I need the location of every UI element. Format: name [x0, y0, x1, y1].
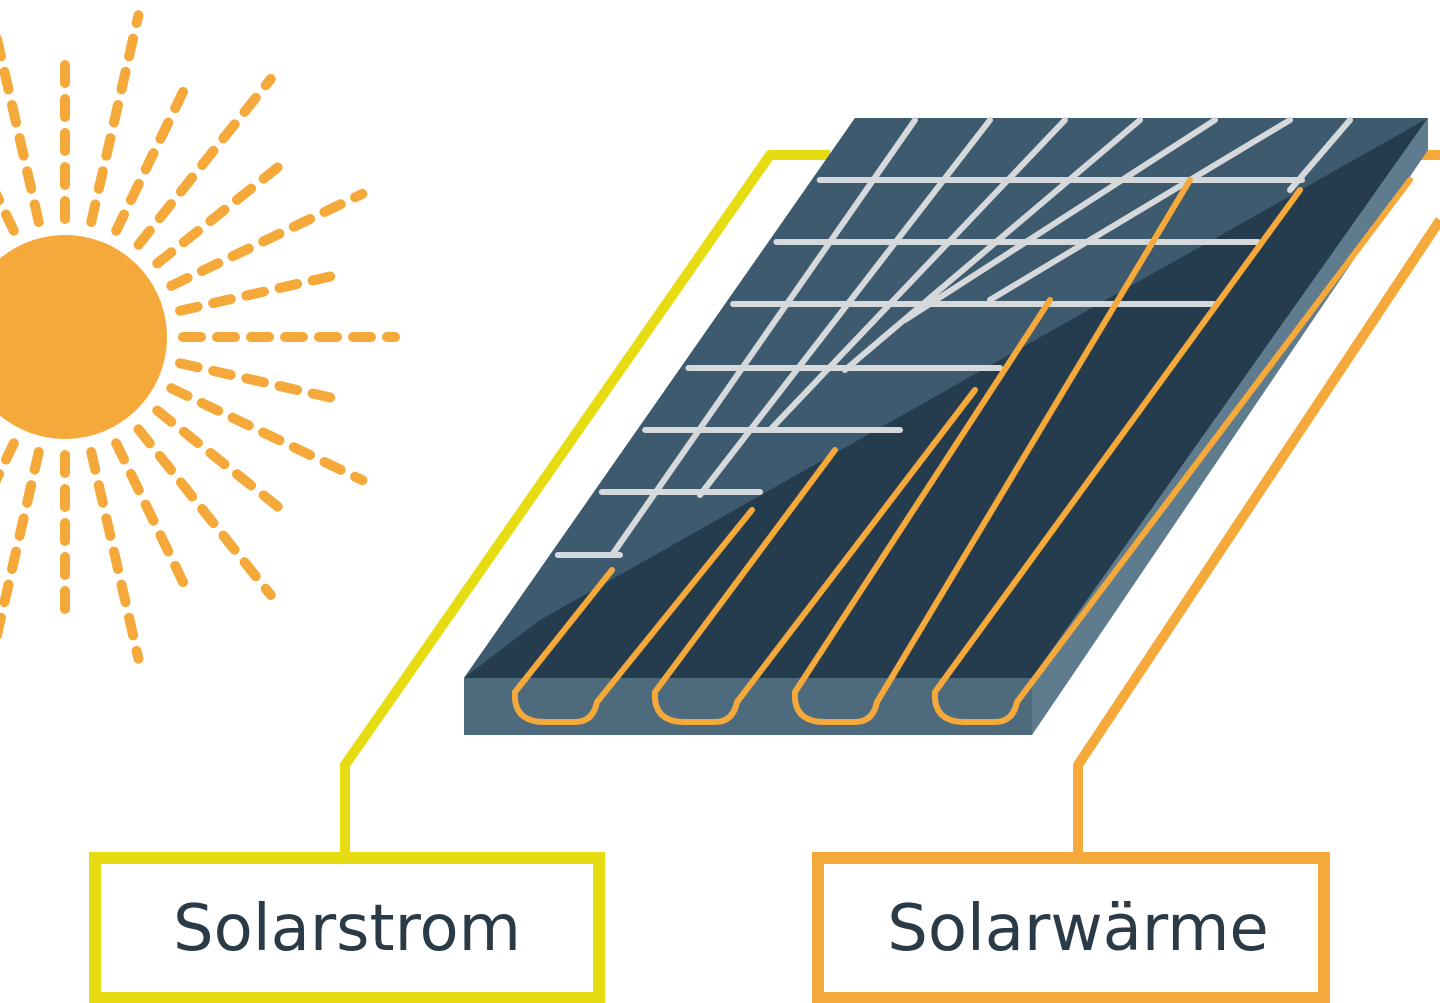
sun-ray	[86, 447, 144, 664]
heat-pipe-loop	[651, 387, 978, 725]
pv-grid-column-line	[987, 117, 1293, 303]
sun-ray	[0, 29, 44, 227]
sun-ray	[111, 438, 192, 595]
pv-grid-column-line	[902, 117, 1218, 323]
pv-grid-column-line	[609, 117, 918, 558]
sun-rays	[0, 10, 400, 664]
pv-grid-column-line	[767, 117, 1068, 433]
sun-ray	[166, 188, 368, 291]
sun-ray	[175, 269, 343, 316]
sun-ray	[133, 424, 276, 601]
electricity-connector-line	[340, 150, 830, 858]
sun-ray	[86, 10, 144, 227]
electricity-label-box: Solarstrom	[89, 852, 605, 1003]
heat-label: Solarwärme	[887, 892, 1269, 966]
sun-ray	[166, 383, 368, 486]
sun-ray	[0, 447, 44, 645]
heat-pipes	[511, 177, 1413, 725]
sun-ray	[152, 157, 289, 269]
sun-ray	[152, 405, 289, 517]
pv-grid-column-line	[842, 117, 1143, 373]
panel-surface	[464, 118, 1428, 678]
sun-icon	[0, 10, 400, 664]
sun-ray	[111, 79, 192, 236]
heat-pipe-loop	[791, 177, 1193, 725]
heat-pipe-loop	[511, 507, 755, 725]
panel-edge-right	[1032, 118, 1428, 735]
heat-label-box: Solarwärme	[812, 852, 1330, 1003]
panel-pv-layer	[464, 118, 1428, 678]
hybrid-solar-panel-icon	[464, 117, 1428, 735]
sun-ray	[133, 73, 276, 250]
pv-grid-column-line	[697, 117, 993, 498]
sun-ray	[175, 358, 343, 405]
sun-disc	[0, 235, 167, 439]
heat-connector-line	[1073, 217, 1440, 858]
pv-grid-column-line	[1287, 117, 1353, 193]
electricity-label: Solarstrom	[173, 892, 521, 966]
heat-pipe-loop	[931, 177, 1413, 725]
pv-cell-grid	[554, 117, 1353, 558]
